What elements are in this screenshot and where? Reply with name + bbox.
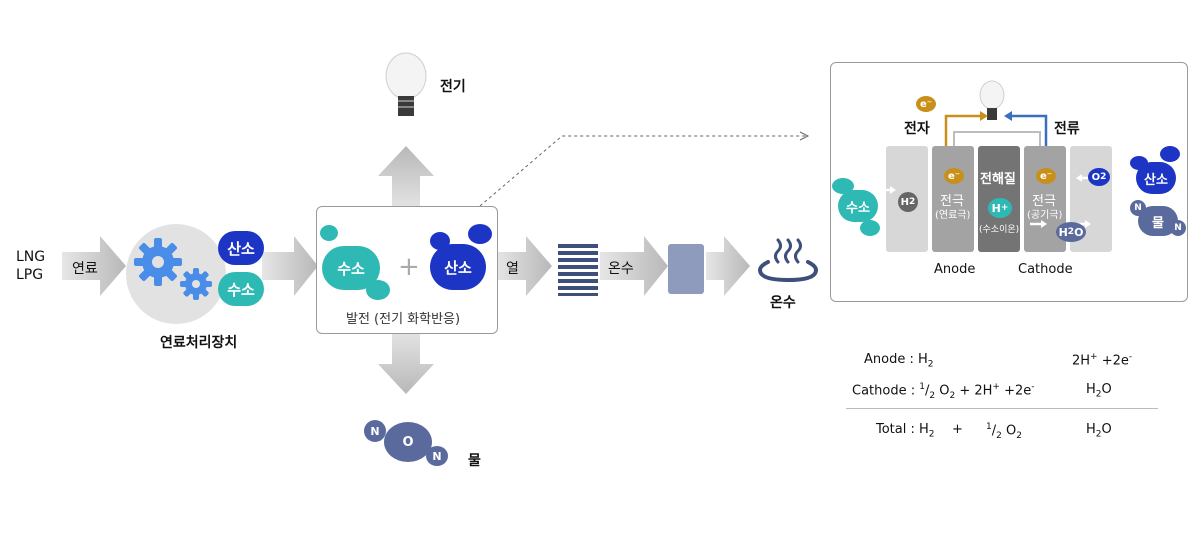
cathode-equation-right: H2O (1086, 382, 1112, 400)
h-plus-badge: H+ (988, 198, 1012, 218)
lpg-label: LPG (16, 267, 44, 283)
cell-oxygen-bubble-2 (1160, 146, 1180, 162)
cell-oxygen: 산소 (1136, 162, 1176, 194)
anode-equation-right: 2H+ +2e- (1072, 352, 1133, 369)
current-label: 전류 (1054, 121, 1080, 137)
processor-to-generation-arrow (262, 236, 318, 296)
cell-water-n2: N (1170, 220, 1186, 236)
total-equation-plus: + (952, 422, 963, 437)
hot-water-icon (757, 238, 819, 283)
total-equation-left: Total : H2 (876, 422, 935, 440)
anode-electrode-sub: (연료극) (935, 210, 971, 221)
light-bulb-icon (385, 52, 427, 116)
total-equation-right: H2O (1086, 422, 1112, 440)
fuel-label: 연료 (72, 261, 98, 277)
electricity-arrow (378, 146, 434, 206)
water-molecule-n1: N (364, 420, 386, 442)
anode-electrode-label: 전극 (940, 194, 964, 209)
warm-water-output-label: 온수 (770, 295, 796, 311)
processor-hydrogen: 수소 (218, 272, 264, 306)
hydrogen-bubble-small (320, 225, 338, 241)
electron-badge: e⁻ (916, 96, 936, 112)
anode-electron-badge: e⁻ (944, 168, 964, 184)
heat-exchanger-icon (558, 244, 598, 296)
hydrogen-bubble-small-2 (366, 280, 390, 300)
cathode-electron-badge: e⁻ (1036, 168, 1056, 184)
lng-label: LNG (16, 249, 46, 265)
water-molecule-o: O (384, 422, 432, 462)
tank-to-output-arrow (706, 236, 750, 296)
heat-label: 열 (506, 261, 519, 277)
detail-leader-line (479, 135, 806, 207)
processor-oxygen: 산소 (218, 231, 264, 265)
fuel-arrow (62, 236, 126, 296)
cell-hydrogen-bubble-2 (860, 220, 880, 236)
cathode-equation-left: Cathode : 1/2 O2 + 2H+ +2e- (852, 382, 1035, 401)
cathode-label: Cathode (1018, 262, 1073, 277)
cathode-electrode-sub: (공기극) (1027, 210, 1063, 221)
generation-caption: 발전 (전기 화학반응) (346, 312, 461, 327)
cathode-electrode-label: 전극 (1032, 194, 1056, 209)
water-arrow (378, 334, 434, 394)
heat-arrow (496, 236, 552, 296)
generation-oxygen: 산소 (430, 244, 486, 290)
anode-equation-left: Anode : H2 (864, 352, 934, 370)
total-equation-oxygen: 1/2 O2 (986, 422, 1022, 441)
cell-hydrogen: 수소 (838, 190, 878, 222)
electrolyte-label: 전해질 (980, 172, 1016, 187)
gear-icon (134, 238, 212, 300)
anode-label: Anode (934, 262, 976, 277)
water-molecule-n2: N (426, 446, 448, 466)
storage-tank-icon (668, 244, 704, 294)
warm-water-label: 온수 (608, 261, 634, 277)
hydrogen-ion-label: (수소이온) (979, 225, 1020, 235)
electron-label: 전자 (904, 121, 930, 137)
fuel-sources: LNG LPG (16, 248, 45, 284)
generation-hydrogen: 수소 (322, 246, 380, 290)
warm-water-arrow (600, 236, 668, 296)
water-label: 물 (468, 453, 481, 469)
equation-divider (846, 408, 1158, 409)
processor-label: 연료처리장치 (160, 335, 238, 351)
electricity-label: 전기 (440, 79, 466, 95)
plus-sign: + (398, 252, 420, 282)
oxygen-bubble-small-2 (468, 224, 492, 244)
